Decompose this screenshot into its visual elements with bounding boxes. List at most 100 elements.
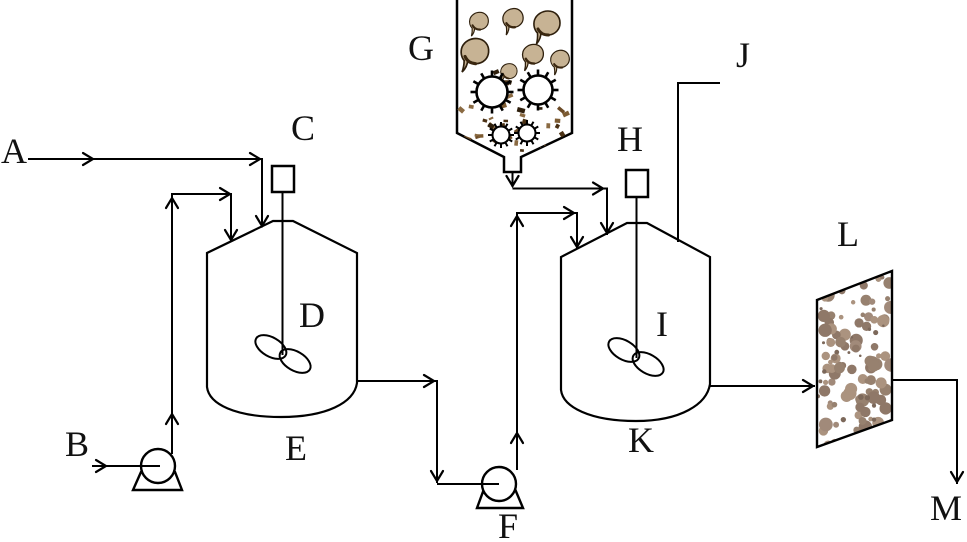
filter-particle: [862, 434, 873, 446]
filter-particle: [864, 395, 871, 401]
arrowhead-icon: [569, 235, 585, 250]
filter-particle: [822, 369, 827, 374]
filter-particle: [817, 271, 826, 283]
filter-particle: [851, 344, 860, 353]
spiky-cell-icon: [517, 69, 559, 111]
filter-particle: [867, 327, 872, 332]
filter-particle: [828, 378, 836, 386]
filter-particle: [876, 314, 890, 328]
filter-particle: [850, 435, 861, 447]
arrowhead-icon: [422, 373, 437, 389]
filter-particle: [821, 351, 830, 361]
motor-c: [270, 164, 296, 194]
filter-particle: [864, 378, 871, 384]
debris-speck: [468, 104, 474, 109]
arrowhead-icon: [94, 458, 109, 474]
filter-particle: [868, 416, 874, 422]
filter-particle: [884, 300, 892, 314]
spiky-cell-icon: [514, 120, 540, 146]
filter-particle: [858, 271, 870, 280]
filter-particle: [866, 441, 874, 447]
filter-particle: [838, 314, 844, 320]
filter-particle: [847, 364, 857, 375]
debris-speck: [488, 116, 494, 121]
flow-arrows: [81, 151, 965, 485]
filter-particle: [867, 436, 874, 443]
debris-speck: [514, 140, 519, 146]
arrowhead-icon: [509, 213, 525, 228]
filter-particle: [839, 281, 844, 286]
debris-speck: [492, 69, 500, 76]
debris-speck: [477, 134, 484, 138]
filter-particle: [882, 424, 888, 430]
filter-particle: [870, 315, 879, 324]
arrowhead-icon: [562, 205, 577, 221]
filter-particle: [860, 294, 872, 306]
filter-particle: [871, 417, 877, 422]
debris-speck: [546, 123, 551, 129]
filter-particle: [880, 351, 891, 362]
filter-particle: [817, 275, 826, 290]
filter-particle: [879, 402, 892, 415]
filter-particle: [850, 336, 854, 339]
filter-particle: [840, 416, 847, 423]
debris-speck: [487, 122, 495, 130]
arrowhead-icon: [599, 221, 615, 236]
flow-lines: [28, 82, 965, 485]
filter-particle: [855, 402, 865, 412]
agitator-e: [254, 164, 312, 374]
arrowhead-icon: [254, 214, 270, 229]
transfer-line-e-f: [357, 380, 499, 485]
debris-speck: [457, 106, 466, 114]
filter-particle: [850, 300, 856, 305]
filter-particle: [873, 329, 879, 336]
filter-particle: [868, 360, 880, 372]
filter-particle: [835, 336, 846, 348]
filter-particle: [870, 343, 879, 351]
debris-speck: [562, 110, 570, 118]
filter-particle: [878, 434, 891, 447]
product-line-m: [892, 379, 958, 484]
arrowhead-icon: [949, 470, 965, 485]
label-f: F: [498, 506, 518, 542]
filter-particle: [875, 377, 887, 389]
filter-l: [815, 269, 894, 449]
filter-particle: [885, 296, 891, 302]
filter-particle: [868, 298, 876, 305]
debris-speck: [482, 118, 488, 123]
pump-f-discharge-line: [516, 212, 578, 470]
label-e: E: [285, 428, 307, 468]
filter-particle: [818, 379, 823, 384]
label-j: J: [736, 35, 750, 75]
filter-particle: [845, 382, 858, 396]
filter-particle: [827, 271, 834, 276]
arrowhead-icon: [164, 411, 180, 426]
pump-b-discharge-line: [171, 193, 232, 454]
debris-speck: [558, 130, 566, 138]
filter-particle: [876, 353, 882, 359]
filter-particle: [819, 307, 823, 311]
filter-particle: [825, 317, 834, 326]
filter-outline: [815, 269, 894, 449]
filter-particle: [831, 354, 838, 361]
filter-particle: [858, 417, 867, 425]
filter-particle: [818, 385, 831, 397]
label-c: C: [291, 108, 315, 148]
pump-b: [131, 447, 184, 492]
arrowhead-icon: [223, 228, 239, 243]
agitator-k: [607, 168, 665, 377]
filter-particle: [873, 429, 879, 434]
filter-particle: [854, 318, 864, 328]
filter-particle: [846, 273, 852, 278]
arrowhead-icon: [81, 151, 96, 167]
filter-particle: [860, 312, 866, 318]
arrowhead-icon: [429, 469, 445, 484]
motor-h: [624, 168, 650, 199]
hopper-g: [455, 0, 574, 174]
filter-particle: [826, 337, 836, 347]
impeller-i: [607, 337, 665, 377]
label-k: K: [628, 420, 654, 460]
filter-particle: [854, 432, 869, 447]
